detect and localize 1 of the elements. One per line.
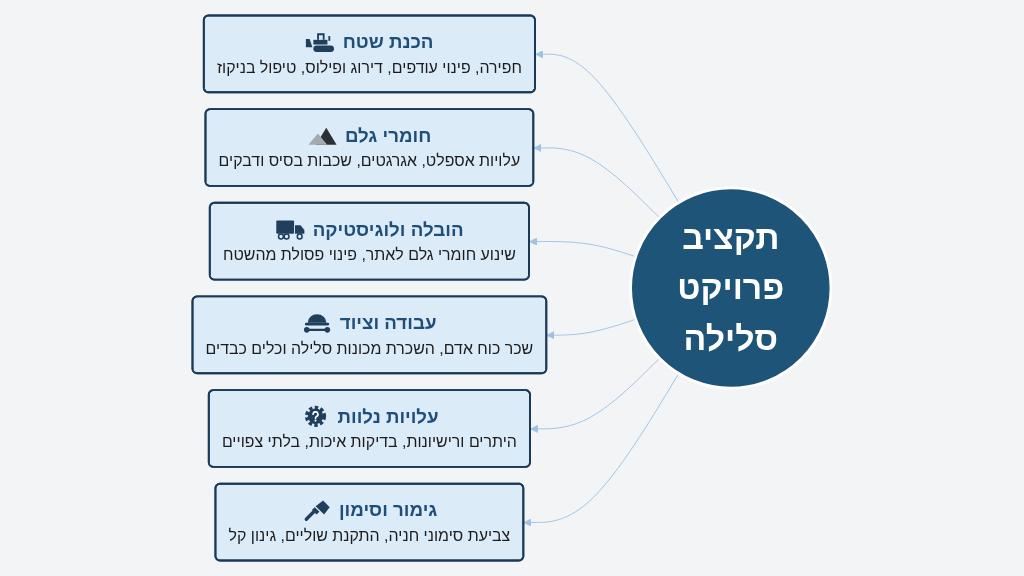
node-circle: תקציב פרויקט סלילה — [629, 186, 833, 390]
